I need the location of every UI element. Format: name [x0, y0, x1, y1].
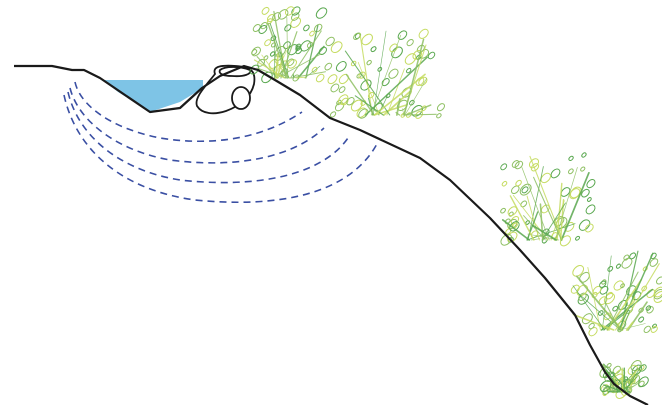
leaf [608, 266, 613, 271]
leaf [419, 29, 428, 38]
leaf [644, 326, 650, 332]
shrub-icon [571, 251, 662, 336]
leaf [582, 153, 586, 157]
leaf [511, 186, 519, 194]
leaf [613, 306, 618, 311]
boulder-small [232, 87, 250, 109]
leaf [406, 68, 410, 72]
leaf [630, 253, 636, 259]
leaf [310, 31, 315, 36]
leaf [331, 84, 339, 92]
leaf [437, 114, 441, 118]
leaf [502, 181, 506, 185]
leaf [582, 189, 590, 197]
leaf [561, 188, 570, 197]
leaf [616, 264, 620, 268]
leaf [362, 34, 373, 45]
leaf [587, 180, 595, 188]
leaf [576, 236, 580, 240]
grass-icon [366, 57, 428, 115]
leaf [265, 40, 271, 46]
leaf [262, 7, 269, 14]
grass-icon [531, 239, 540, 240]
leaf [371, 47, 376, 52]
leaf [428, 52, 435, 59]
pond-water [103, 80, 203, 112]
leaf [389, 69, 398, 78]
shrub-icon [328, 29, 445, 118]
grass-icon [620, 264, 660, 330]
leaf [551, 169, 560, 178]
leaf [437, 104, 444, 111]
leaf [501, 208, 506, 213]
leaf [316, 8, 326, 18]
leaf [304, 25, 310, 31]
leaf [639, 317, 644, 322]
leaf [316, 74, 324, 82]
vegetation [250, 7, 662, 399]
leaf [325, 63, 332, 70]
leaf [569, 169, 574, 174]
leaf [367, 60, 371, 64]
leaf [614, 281, 623, 290]
shrub-icon [250, 7, 334, 83]
leaf [541, 173, 550, 182]
shrub-icon [501, 153, 595, 246]
leaf [586, 205, 595, 214]
leaf [328, 75, 337, 84]
leaf [581, 167, 585, 171]
grass-icon [622, 368, 623, 392]
leaf [650, 259, 658, 267]
leaf [657, 277, 662, 284]
leaf [522, 187, 528, 193]
leaf [407, 39, 413, 45]
leaf [569, 156, 573, 160]
leaf [587, 198, 591, 202]
grass-icon [403, 114, 436, 115]
leaf [270, 52, 274, 56]
leaf [516, 180, 522, 186]
leaf [339, 87, 345, 93]
leaf [330, 112, 335, 117]
leaf [501, 164, 507, 170]
leaf [285, 25, 291, 31]
leaf [336, 62, 346, 72]
